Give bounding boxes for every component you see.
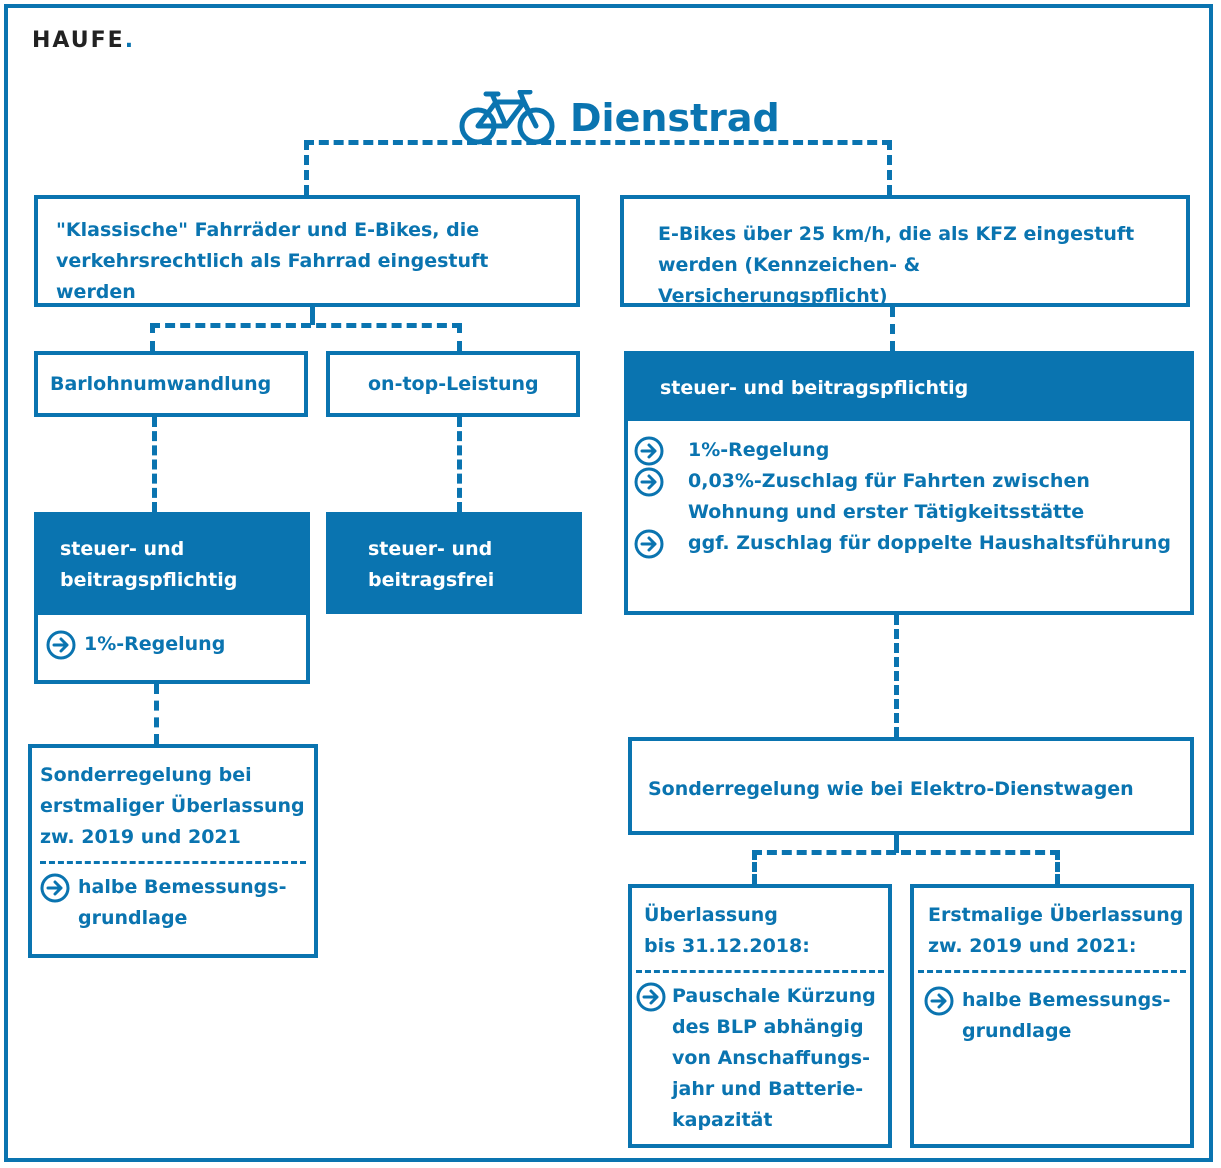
category-ebikes-kfz: E-Bikes über 25 km/h, die als KFZ einges… [620, 195, 1190, 307]
special-rule-ev-box: Sonderregelung wie bei Elektro-Dienstwag… [628, 737, 1194, 835]
connector [1055, 850, 1060, 884]
connector [150, 323, 155, 351]
rule-text: ggf. Zuschlag für doppelte Haushaltsführ… [688, 532, 1171, 554]
connector [304, 140, 892, 145]
arrow-right-icon [46, 630, 76, 660]
diagram-title: Dienstrad [458, 88, 780, 148]
category-label: E-Bikes über 25 km/h, die als KFZ einges… [658, 223, 1135, 307]
rule-text: Pauschale Kürzung des BLP abhängig von A… [672, 985, 876, 1131]
box-title: Erstmalige Überlassung zw. 2019 und 2021… [928, 904, 1184, 957]
connector [887, 140, 892, 195]
divider [918, 970, 1186, 973]
box-title: Überlassung bis 31.12.2018: [644, 904, 810, 957]
status-taxable: steuer- und beitragspflichtig [34, 512, 310, 619]
haufe-logo: HAUFE. [32, 28, 136, 53]
rule-item: 0,03%-Zuschlag für Fahrten zwischen Wohn… [634, 466, 1184, 528]
arrow-right-icon [634, 467, 664, 497]
rule-box: 1%-Regelung [34, 615, 310, 684]
connector [457, 417, 462, 512]
arrow-right-icon [636, 982, 666, 1012]
connector [310, 307, 315, 325]
status-tax-free: steuer- und beitragsfrei [326, 512, 582, 614]
title-text: Dienstrad [570, 96, 780, 140]
connector [304, 140, 309, 195]
category-classic-bikes: "Klassische" Fahrräder und E-Bikes, die … [34, 195, 580, 307]
option-on-top-leistung: on-top-Leistung [326, 351, 580, 417]
rule-item: ggf. Zuschlag für doppelte Haushaltsführ… [634, 528, 1184, 559]
rule-item: 1%-Regelung [634, 435, 1184, 466]
rules-box: 1%-Regelung 0,03%-Zuschlag für Fahrten z… [624, 421, 1194, 615]
rule-text: halbe Bemessungs- grundlage [962, 989, 1171, 1042]
special-rule-box: Sonderregelung bei erstmaliger Überlassu… [28, 744, 318, 958]
divider [40, 861, 306, 864]
connector [894, 835, 899, 853]
special-rule-title: Sonderregelung bei erstmaliger Überlassu… [40, 764, 305, 848]
status-label: steuer- und beitragspflichtig [660, 377, 969, 399]
option-barlohnumwandlung: Barlohnumwandlung [34, 351, 308, 417]
rule-text: halbe Bemessungs- grundlage [78, 876, 287, 929]
arrow-right-icon [634, 529, 664, 559]
status-label: steuer- und beitragsfrei [368, 538, 495, 591]
arrow-right-icon [924, 986, 954, 1016]
connector [154, 684, 159, 744]
first-transfer-2019-2021-box: Erstmalige Überlassung zw. 2019 und 2021… [910, 884, 1194, 1148]
rule-item: halbe Bemessungs- grundlage [40, 872, 306, 934]
connector [890, 307, 895, 351]
divider [636, 970, 884, 973]
transfer-until-2018-box: Überlassung bis 31.12.2018: Pauschale Kü… [628, 884, 892, 1148]
option-label: Barlohnumwandlung [50, 373, 272, 395]
rule-item: 1%-Regelung [46, 629, 298, 660]
connector [457, 323, 462, 351]
category-label: "Klassische" Fahrräder und E-Bikes, die … [56, 219, 489, 303]
special-rule-label: Sonderregelung wie bei Elektro-Dienstwag… [648, 778, 1134, 800]
rule-item: Pauschale Kürzung des BLP abhängig von A… [636, 981, 884, 1136]
arrow-right-icon [634, 436, 664, 466]
bicycle-icon [459, 90, 555, 145]
diagram-frame [4, 4, 1213, 1162]
connector [894, 615, 899, 737]
rule-item: halbe Bemessungs- grundlage [918, 985, 1186, 1047]
status-taxable-right: steuer- und beitragspflichtig [624, 351, 1194, 425]
option-label: on-top-Leistung [368, 373, 539, 395]
connector [752, 850, 1060, 855]
status-label: steuer- und beitragspflichtig [60, 538, 238, 591]
rule-text: 1%-Regelung [84, 633, 226, 655]
connector [150, 323, 462, 328]
rule-text: 0,03%-Zuschlag für Fahrten zwischen Wohn… [688, 470, 1090, 523]
connector [152, 417, 157, 512]
rule-text: 1%-Regelung [688, 439, 830, 461]
connector [752, 850, 757, 884]
arrow-right-icon [40, 873, 70, 903]
